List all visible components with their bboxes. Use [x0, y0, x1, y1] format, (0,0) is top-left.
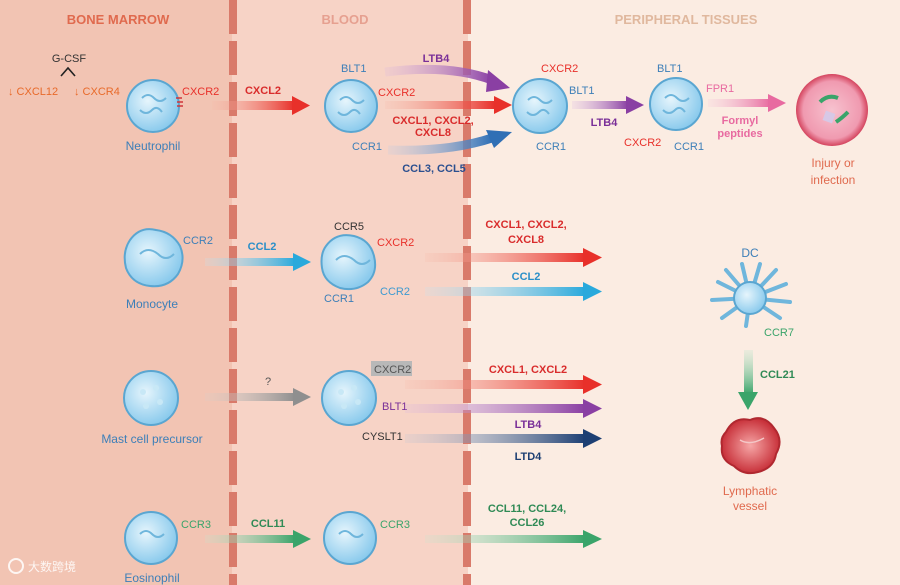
ccl21-label: CCL21: [760, 369, 795, 381]
eos-out1a-label: CCL11, CCL24,: [488, 503, 566, 515]
vessel-label-1: Lymphatic: [723, 484, 777, 498]
monocyte-ccr2-label: CCR2: [183, 235, 213, 247]
monocyte-name: Monocyte: [126, 297, 178, 311]
mast-name: Mast cell precursor: [101, 432, 202, 446]
injury-site-icon: [796, 74, 868, 146]
blood-blt1-label: BLT1: [341, 63, 366, 75]
blood-mast-blt1-label: BLT1: [382, 401, 407, 413]
blood-monocyte-cell: [322, 235, 376, 289]
lymphatic-vessel-icon: [722, 418, 780, 473]
neutrophil-cell: [127, 80, 179, 132]
mast-out1-label: CXCL1, CXCL2: [489, 364, 567, 376]
blood-ccr5-label: CCR5: [334, 221, 364, 233]
blood-eosinophil-cell: [324, 512, 376, 564]
blood-neutrophil-cell: [325, 80, 377, 132]
injury-label-1: Injury or: [811, 156, 854, 170]
eosinophil-cell: [125, 512, 177, 564]
blood-mast-cell: [322, 371, 376, 425]
mono-out2-label: CCL2: [512, 271, 541, 283]
tissue1-ccr1-label: CCR1: [536, 141, 566, 153]
tissue-neutrophil-2: [650, 78, 702, 130]
blood-eos-ccr3-label: CCR3: [380, 519, 410, 531]
blood-mono-cxcr2-label: CXCR2: [377, 237, 414, 249]
dc-name: DC: [741, 246, 759, 260]
eosinophil-name: Eosinophil: [124, 571, 179, 585]
watermark-text: 大数跨境: [28, 559, 76, 574]
blood-cxcr2-label: CXCR2: [378, 87, 415, 99]
injury-label-2: infection: [811, 173, 856, 187]
cxcl12-label: ↓ CXCL12: [8, 86, 58, 98]
vessel-label-2: vessel: [733, 499, 767, 513]
tissue2-blt1-label: BLT1: [657, 63, 682, 75]
cxcr4-label: ↓ CXCR4: [74, 86, 120, 98]
cxcl-multi-label: CXCL1, CXCL2,: [392, 115, 473, 127]
neutrophil-cxcr2-label: CXCR2: [182, 86, 219, 98]
mono-out1a-label: CXCL1, CXCL2,: [485, 219, 566, 231]
region-title-bone-marrow: BONE MARROW: [67, 12, 170, 27]
gcsf-label: G-CSF: [52, 53, 87, 65]
tissue2-ccr1-label: CCR1: [674, 141, 704, 153]
mast-cell: [124, 371, 178, 425]
tissue-neutrophil-1: [513, 79, 567, 133]
mono-out1b-label: CXCL8: [508, 234, 544, 246]
cxcl2-label: CXCL2: [245, 85, 281, 97]
eosinophil-ccr3-label: CCR3: [181, 519, 211, 531]
region-title-peripheral: PERIPHERAL TISSUES: [615, 12, 758, 27]
blood-ccr1-label: CCR1: [352, 141, 382, 153]
tissue2-cxcr2-label: CXCR2: [624, 137, 661, 149]
region-title-blood: BLOOD: [322, 12, 369, 27]
blood-mast-cxcr2-label: CXCR2: [374, 364, 411, 376]
blood-mono-ccr1-label: CCR1: [324, 293, 354, 305]
blood-mast-cysl-label: CYSLT1: [362, 431, 403, 443]
monocyte-cell: [125, 229, 183, 286]
ccl2-label: CCL2: [248, 241, 277, 253]
tissue1-cxcr2-label: CXCR2: [541, 63, 578, 75]
cxcl8-label: CXCL8: [415, 127, 451, 139]
ccl3-ccl5-label: CCL3, CCL5: [402, 163, 466, 175]
mast-unknown-label: ?: [265, 376, 271, 388]
formyl-label-2: peptides: [717, 128, 762, 140]
formyl-label-1: Formyl: [722, 115, 759, 127]
ccl11-label: CCL11: [251, 518, 285, 530]
ltb4-top-label: LTB4: [423, 53, 451, 65]
tissue2-fpr1-label: FPR1: [706, 83, 734, 95]
mast-out2-label: LTB4: [515, 419, 543, 431]
neutrophil-name: Neutrophil: [126, 139, 181, 153]
eos-out1b-label: CCL26: [510, 517, 545, 529]
tissue1-blt1-label: BLT1: [569, 85, 594, 97]
ltb4-mid-label: LTB4: [591, 117, 619, 129]
blood-mono-ccr2-label: CCR2: [380, 286, 410, 298]
mast-out3-label: LTD4: [515, 451, 543, 463]
dc-ccr7-label: CCR7: [764, 327, 794, 339]
